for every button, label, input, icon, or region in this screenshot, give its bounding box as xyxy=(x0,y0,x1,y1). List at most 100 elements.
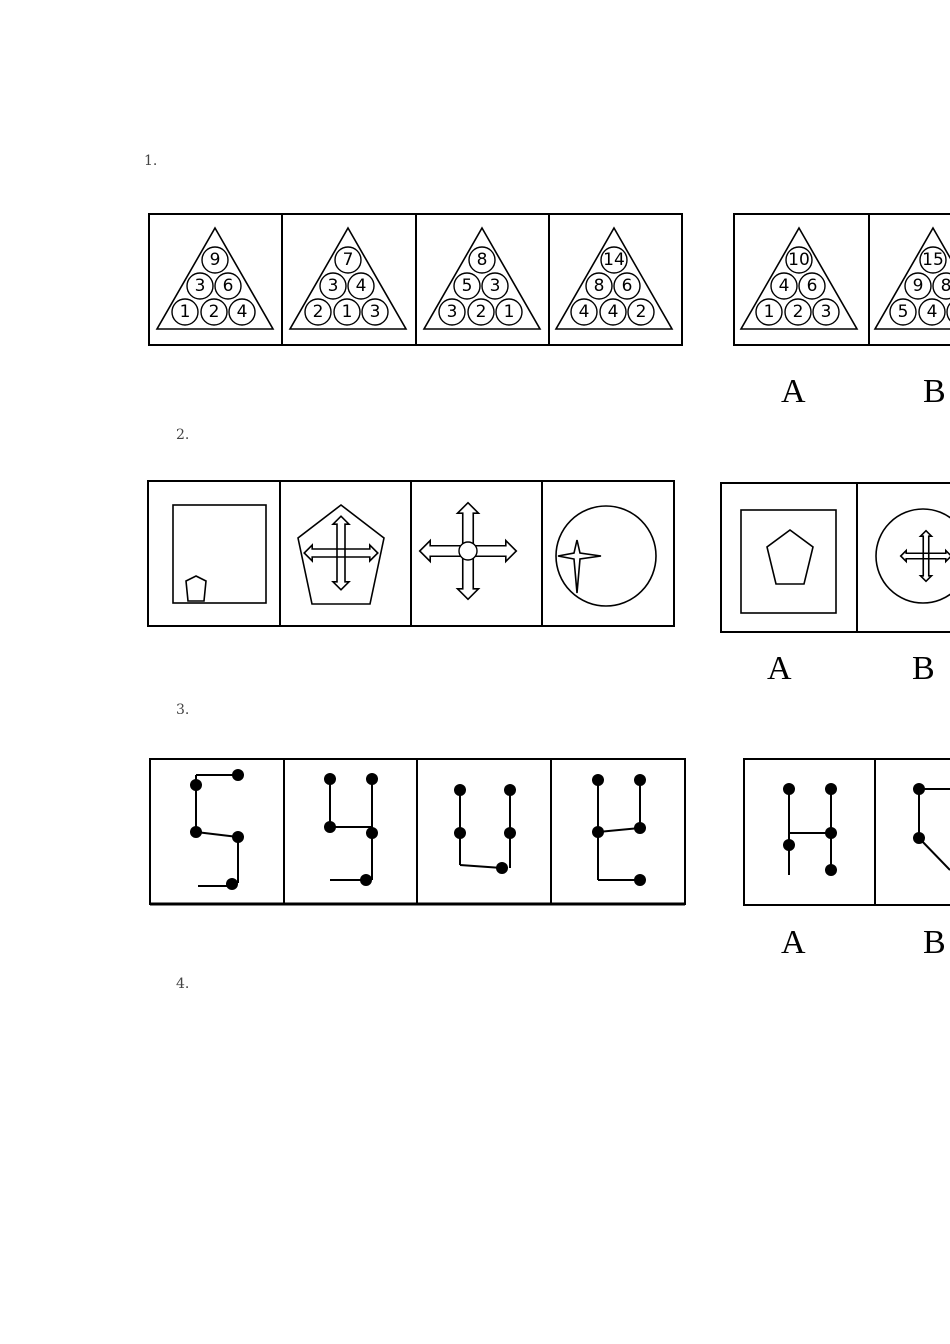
triangle-number: 3 xyxy=(370,302,381,322)
cross-arrow-icon xyxy=(341,543,379,563)
dot xyxy=(366,773,378,785)
cross-arrow-icon xyxy=(918,556,934,583)
number-circle xyxy=(570,298,598,326)
dot xyxy=(226,878,238,890)
segment-line xyxy=(195,831,239,838)
dot xyxy=(592,826,604,838)
number-circle xyxy=(613,272,641,300)
q2-option-a-figure xyxy=(740,509,837,614)
dot xyxy=(825,827,837,839)
cross-arrow-icon xyxy=(418,538,468,564)
number-circle xyxy=(186,272,214,300)
triangle-number: 4 xyxy=(927,302,938,322)
number-circle xyxy=(214,272,242,300)
number-circle xyxy=(784,298,812,326)
dot xyxy=(360,874,372,886)
triangle-number: 4 xyxy=(237,302,248,322)
dot xyxy=(634,822,646,834)
triangle-number: 8 xyxy=(594,276,605,296)
triangle-number: 2 xyxy=(313,302,324,322)
dot xyxy=(324,821,336,833)
number-circle xyxy=(319,272,347,300)
number-circle xyxy=(171,298,199,326)
number-circle xyxy=(228,298,256,326)
number-circle xyxy=(334,246,362,274)
cross-arrow-icon xyxy=(455,551,481,601)
number-circle xyxy=(333,298,361,326)
segment-line xyxy=(918,837,950,871)
number-circle xyxy=(889,298,917,326)
triangle-number: 2 xyxy=(209,302,220,322)
q3-figure-1 xyxy=(190,769,244,890)
number-circle xyxy=(481,272,509,300)
dot xyxy=(913,783,925,795)
number-circle xyxy=(347,272,375,300)
dot xyxy=(783,783,795,795)
dot xyxy=(504,827,516,839)
triangle-number: 1 xyxy=(180,302,191,322)
triangle-number: 3 xyxy=(328,276,339,296)
triangle-number: 6 xyxy=(807,276,818,296)
triangle-outline xyxy=(554,226,674,330)
q3-option-a-figure xyxy=(783,783,837,876)
q2-figure-2 xyxy=(297,503,385,605)
q2-question-strip xyxy=(147,480,675,627)
q1-options-strip xyxy=(733,213,950,346)
dot xyxy=(913,832,925,844)
number-circle xyxy=(798,272,826,300)
dot xyxy=(324,773,336,785)
cross-arrow-icon xyxy=(331,515,351,553)
triangle-outline xyxy=(288,226,408,330)
number-circle xyxy=(918,298,946,326)
triangle-number: 9 xyxy=(913,276,924,296)
dot xyxy=(783,839,795,851)
dot xyxy=(232,769,244,781)
q1-option-b-label: B xyxy=(923,373,946,410)
number-circle xyxy=(599,298,627,326)
dot xyxy=(825,864,837,876)
triangle-number: 1 xyxy=(764,302,775,322)
number-circle xyxy=(785,246,813,274)
triangle-number: 2 xyxy=(636,302,647,322)
dot xyxy=(634,874,646,886)
triangle-number: 7 xyxy=(343,250,354,270)
triangle-number: 1 xyxy=(504,302,515,322)
q3-option-b-figure xyxy=(913,783,950,871)
q1-question-strip xyxy=(148,213,683,346)
triangle-number: 15 xyxy=(922,250,944,270)
triangle-number: 9 xyxy=(210,250,221,270)
triangle-number: 14 xyxy=(603,250,625,270)
q2-options-strip xyxy=(720,482,950,633)
number-circle xyxy=(467,298,495,326)
q2-option-b-figure xyxy=(875,508,950,604)
q1-option-a-label: A xyxy=(781,373,806,410)
cross-arrow-icon xyxy=(303,543,341,563)
dot xyxy=(454,827,466,839)
dot xyxy=(496,862,508,874)
triangle-number: 4 xyxy=(579,302,590,322)
number-circle xyxy=(904,272,932,300)
triangle-number: 4 xyxy=(779,276,790,296)
number-circle xyxy=(812,298,840,326)
number-circle xyxy=(201,246,229,274)
dot xyxy=(592,774,604,786)
number-circle xyxy=(600,246,628,274)
question-1-number: 1. xyxy=(144,153,158,169)
number-circle xyxy=(361,298,389,326)
triangle-number: 4 xyxy=(608,302,619,322)
dot xyxy=(634,774,646,786)
triangle-number: 5 xyxy=(898,302,909,322)
cross-arrow-icon xyxy=(331,553,351,591)
number-circle xyxy=(919,246,947,274)
triangle-outline xyxy=(155,226,275,330)
cross-arrow-icon xyxy=(455,501,481,551)
segment-line xyxy=(459,864,503,869)
number-circle xyxy=(770,272,798,300)
q2-option-b-label: B xyxy=(912,650,935,687)
dot xyxy=(190,779,202,791)
cross-arrow-icon xyxy=(926,548,950,564)
cross-arrow-icon xyxy=(899,548,926,564)
